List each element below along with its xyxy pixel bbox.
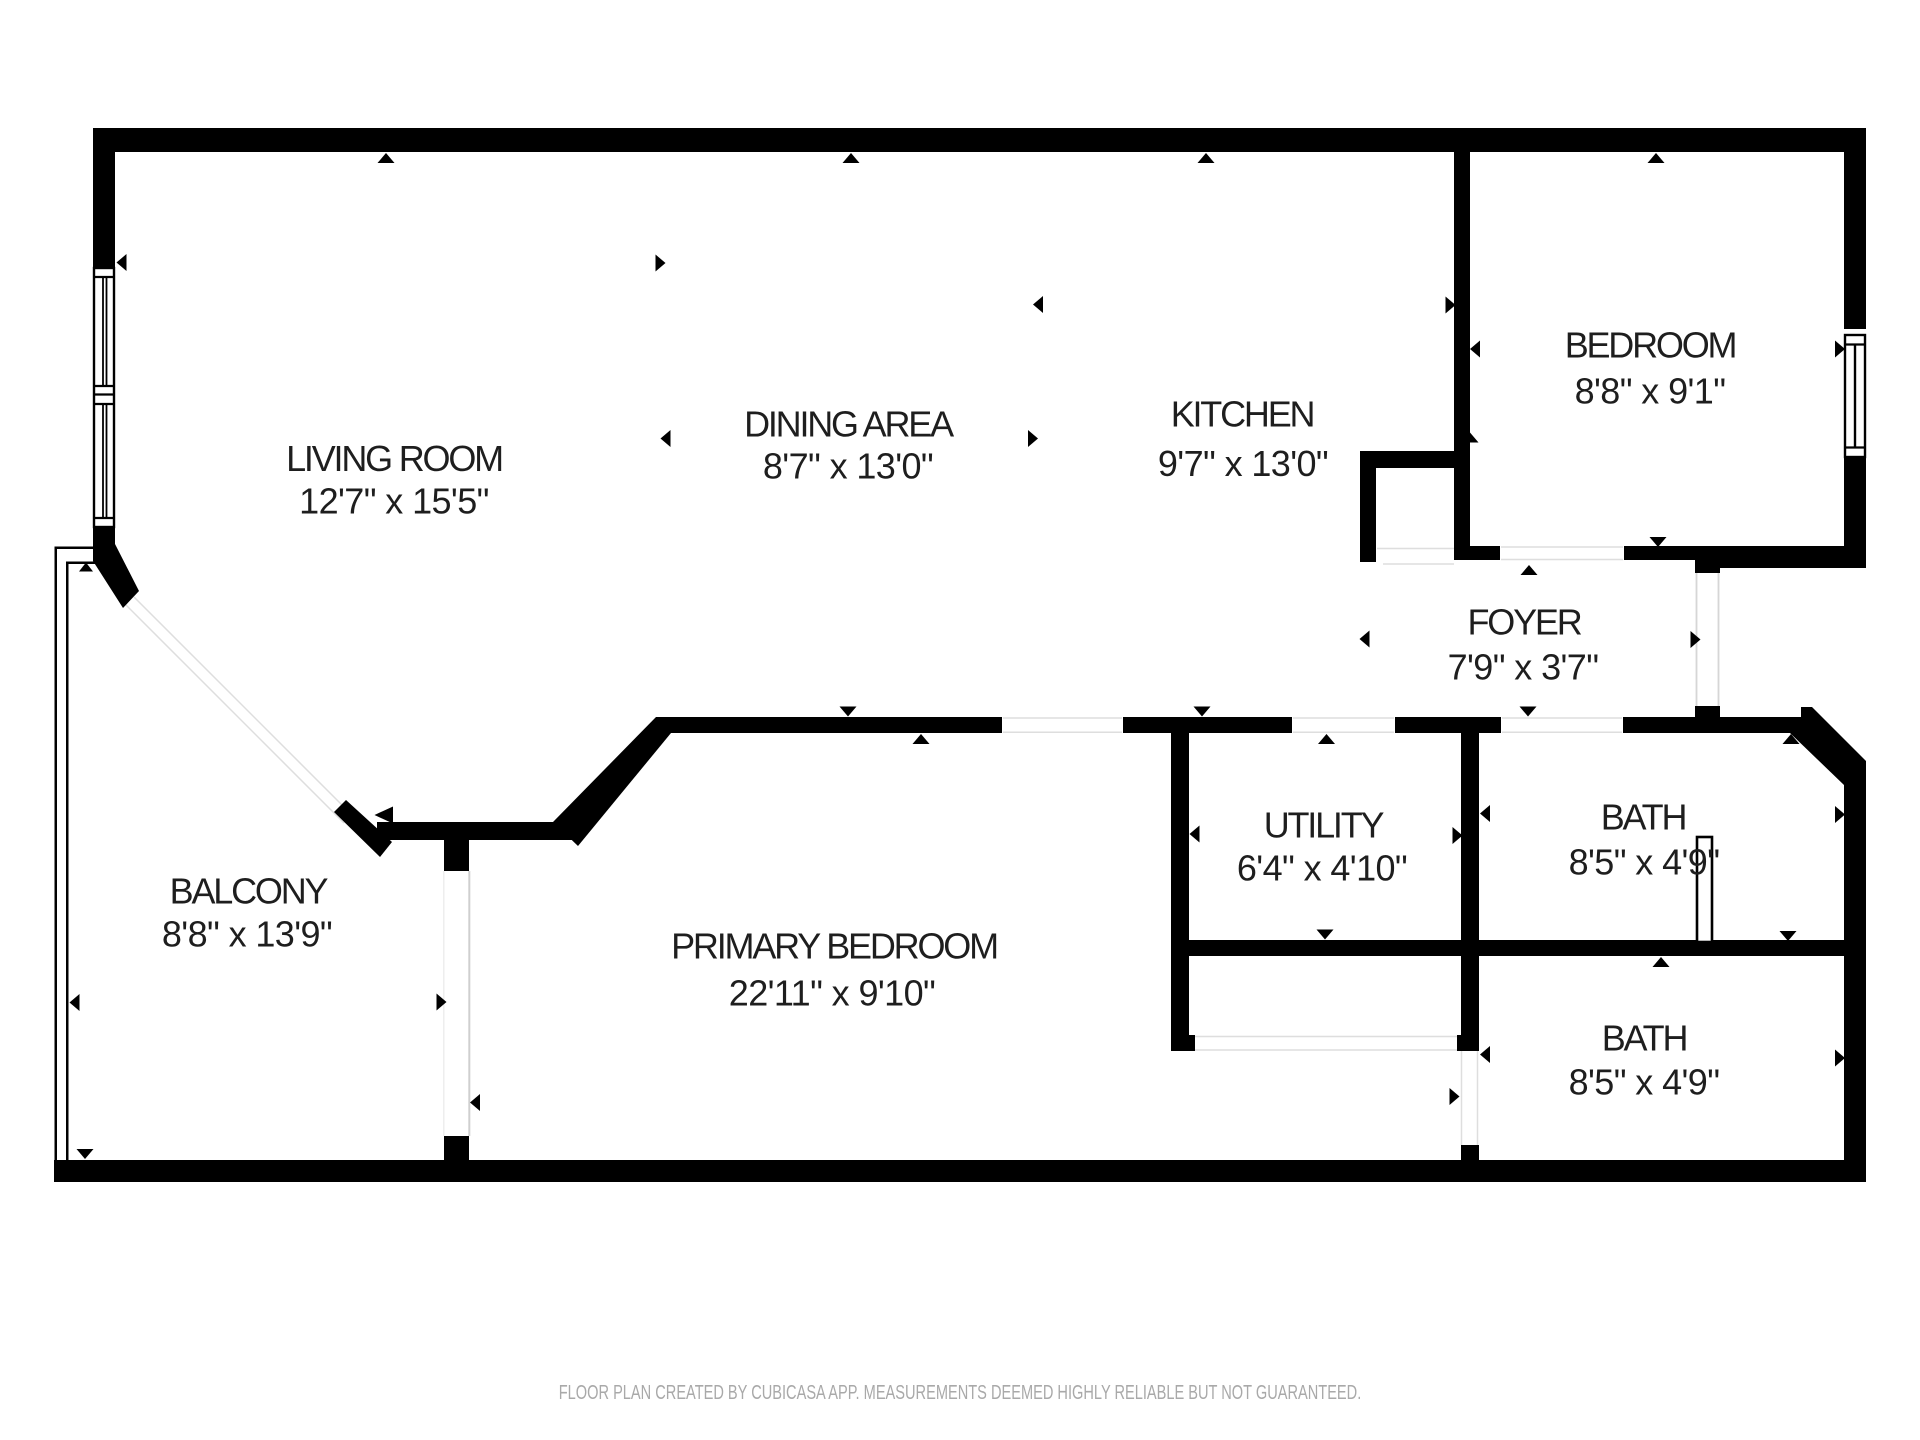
- svg-text:8'5" x 4'9": 8'5" x 4'9": [1569, 842, 1720, 883]
- svg-text:7'9" x 3'7": 7'9" x 3'7": [1448, 647, 1599, 688]
- svg-text:FLOOR PLAN CREATED BY CUBICASA: FLOOR PLAN CREATED BY CUBICASA APP. MEAS…: [559, 1381, 1362, 1404]
- svg-text:UTILITY: UTILITY: [1264, 805, 1385, 846]
- svg-text:PRIMARY BEDROOM: PRIMARY BEDROOM: [671, 926, 997, 967]
- svg-text:22'11" x 9'10": 22'11" x 9'10": [729, 973, 935, 1014]
- svg-text:DINING AREA: DINING AREA: [744, 404, 954, 445]
- svg-text:LIVING ROOM: LIVING ROOM: [286, 438, 502, 479]
- svg-text:8'8" x 13'9": 8'8" x 13'9": [162, 914, 332, 955]
- svg-text:BATH: BATH: [1601, 797, 1686, 838]
- svg-text:BALCONY: BALCONY: [170, 871, 329, 912]
- svg-text:KITCHEN: KITCHEN: [1171, 394, 1314, 435]
- svg-text:8'7" x 13'0": 8'7" x 13'0": [763, 446, 933, 487]
- svg-text:FOYER: FOYER: [1467, 602, 1581, 643]
- svg-text:9'7" x 13'0": 9'7" x 13'0": [1158, 443, 1328, 484]
- svg-text:8'8" x 9'1": 8'8" x 9'1": [1575, 371, 1726, 412]
- svg-text:6'4" x 4'10": 6'4" x 4'10": [1237, 848, 1407, 889]
- svg-text:12'7" x 15'5": 12'7" x 15'5": [299, 481, 489, 522]
- svg-text:8'5" x 4'9": 8'5" x 4'9": [1569, 1062, 1720, 1103]
- svg-text:BATH: BATH: [1602, 1018, 1687, 1059]
- svg-text:BEDROOM: BEDROOM: [1565, 325, 1736, 366]
